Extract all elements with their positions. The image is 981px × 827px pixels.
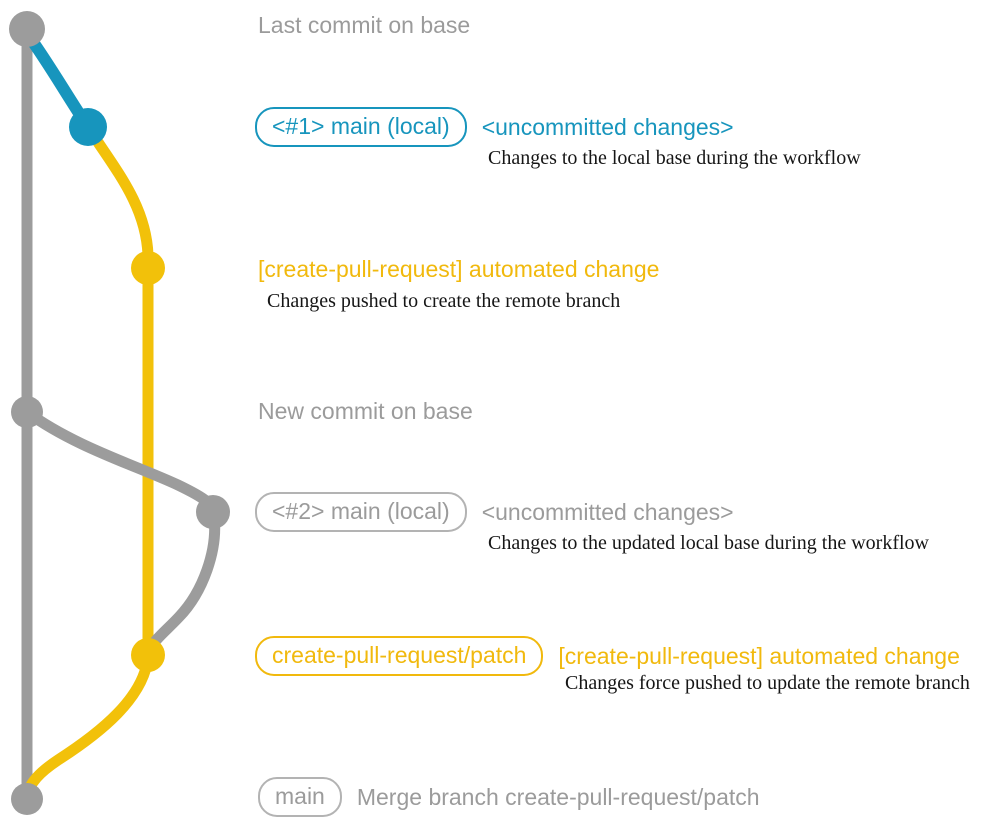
caption-force-push-update-branch: Changes force pushed to update the remot…	[565, 672, 970, 694]
branch-badge-create-pull-request-patch: create-pull-request/patch	[255, 636, 544, 676]
row-merge: main Merge branch create-pull-request/pa…	[258, 777, 760, 817]
commit-node-automated-change-2	[131, 638, 165, 672]
branch-badge-main-local-2: <#2> main (local)	[255, 492, 467, 532]
caption-push-create-branch: Changes pushed to create the remote bran…	[267, 290, 621, 312]
caption-local-base-changes: Changes to the local base during the wor…	[488, 147, 861, 169]
row-local-main-2: <#2> main (local) <uncommitted changes>	[255, 492, 734, 532]
commit-node-local-main-2	[196, 495, 230, 529]
automated-change-label-2: [create-pull-request] automated change	[558, 642, 960, 669]
row-pr-branch: create-pull-request/patch [create-pull-r…	[255, 636, 960, 676]
last-commit-label: Last commit on base	[258, 12, 471, 38]
commit-node-new-base	[11, 396, 43, 428]
commit-node-local-main-1	[69, 108, 107, 146]
commit-node-last-base	[9, 11, 45, 47]
row-local-main-1: <#1> main (local) <uncommitted changes>	[255, 107, 734, 147]
uncommitted-changes-label-1: <uncommitted changes>	[481, 113, 734, 140]
branch-badge-main-local-1: <#1> main (local)	[255, 107, 467, 147]
merge-branch-label: Merge branch create-pull-request/patch	[356, 783, 760, 810]
automated-change-label-1: [create-pull-request] automated change	[258, 256, 660, 282]
pr-branch-line	[21, 121, 154, 803]
commit-node-merge	[11, 783, 43, 815]
new-commit-label: New commit on base	[258, 398, 473, 424]
commit-node-automated-change-1	[131, 251, 165, 285]
branch-badge-main: main	[258, 777, 342, 817]
caption-updated-local-base-changes: Changes to the updated local base during…	[488, 532, 929, 554]
uncommitted-changes-label-2: <uncommitted changes>	[481, 498, 734, 525]
local-main-branch-2-line	[21, 406, 221, 660]
